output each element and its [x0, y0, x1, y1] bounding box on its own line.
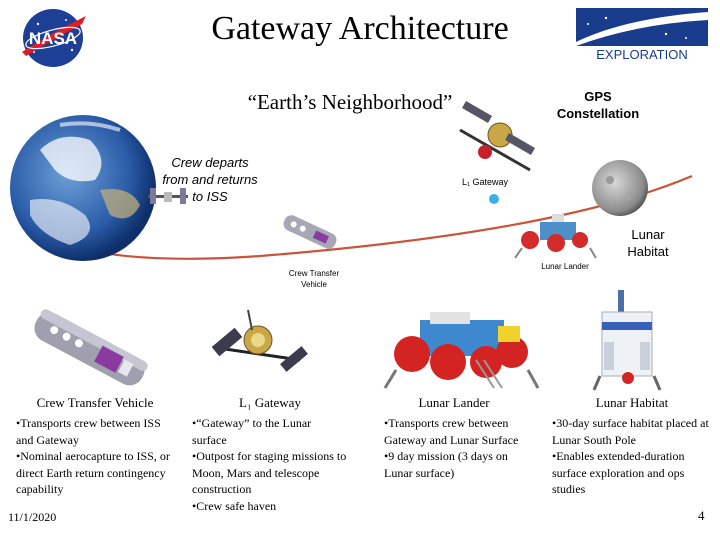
gps-label-line1: GPS [584, 89, 612, 104]
architecture-diagram [10, 101, 693, 261]
bullet-item: •9 day mission (3 days on Lunar surface) [384, 449, 508, 480]
lunar-lander-label: Lunar Lander [541, 262, 589, 271]
habitat-label-line1: Lunar [631, 227, 665, 242]
bullet-item: •Transports crew between ISS and Gateway [16, 416, 161, 447]
column-title: Lunar Habitat [595, 395, 669, 410]
bullet-item: •Enables extended-duration surface explo… [552, 449, 685, 496]
gps-constellation-label: GPS Constellation [548, 88, 648, 122]
bullet-item: •“Gateway” to the Lunar surface [192, 416, 312, 447]
bullet-item: •Nominal aerocapture to ISS, or direct E… [16, 449, 170, 496]
lunar-lander-small [514, 214, 597, 259]
column-title: L₁ Gateway [239, 395, 301, 410]
vehicle-images [34, 290, 662, 391]
crew-departs-line1: Crew departs [171, 155, 249, 170]
diagram-subtitle: “Earth’s Neighborhood” [247, 90, 453, 114]
column-title: Lunar Lander [418, 395, 490, 410]
crew-departs-line2: from and returns [162, 172, 258, 187]
exploration-logo: EXPLORATION [576, 8, 708, 62]
bullet-item: •Outpost for staging missions to Moon, M… [192, 449, 347, 496]
l1-gateway-label: L₁ Gateway [462, 177, 509, 187]
column-title: Crew Transfer Vehicle [36, 395, 154, 410]
ctv-label-line1: Crew Transfer [288, 269, 340, 278]
crew-departs-line3: to ISS [192, 189, 228, 204]
lunar-lander-image [383, 312, 540, 389]
footer-date: 11/1/2020 [8, 510, 57, 524]
crew-departs-label: Crew departs from and returns to ISS [150, 154, 270, 205]
column-lunar-habitat: Lunar Habitat •30-day surface habitat pl… [552, 395, 712, 498]
bullet-item: •Crew safe haven [192, 498, 277, 513]
bullet-item: •30-day surface habitat placed at Lunar … [552, 416, 709, 447]
ctv-label-line2: Vehicle [301, 280, 327, 289]
column-lunar-lander: Lunar Lander •Transports crew between Ga… [384, 395, 524, 481]
crew-transfer-vehicle-small [283, 215, 337, 249]
crew-transfer-vehicle-image [34, 309, 148, 386]
l1-gateway-marker [489, 194, 499, 204]
column-l1-gateway: L₁ Gateway •“Gateway” to the Lunar surfa… [192, 395, 348, 514]
lunar-habitat-image [592, 290, 662, 391]
gateway-spacecraft-small [459, 101, 535, 172]
habitat-label-line2: Habitat [627, 244, 669, 259]
column-crew-transfer-vehicle: Crew Transfer Vehicle •Transports crew b… [16, 395, 174, 498]
lunar-habitat-label: Lunar Habitat [610, 226, 686, 260]
crew-transfer-vehicle-label: Crew Transfer Vehicle [274, 268, 354, 290]
nasa-logo: NASA [16, 6, 90, 70]
page-title: Gateway Architecture [211, 10, 509, 47]
bullet-item: •Transports crew between Gateway and Lun… [384, 416, 519, 447]
page-number: 4 [698, 508, 705, 523]
gps-label-line2: Constellation [556, 106, 640, 121]
iss-image [148, 188, 188, 204]
svg-text:NASA: NASA [29, 29, 77, 48]
earth-image [10, 115, 156, 261]
svg-text:EXPLORATION: EXPLORATION [596, 47, 688, 62]
l1-gateway-image [211, 309, 308, 372]
moon-image [592, 160, 648, 216]
